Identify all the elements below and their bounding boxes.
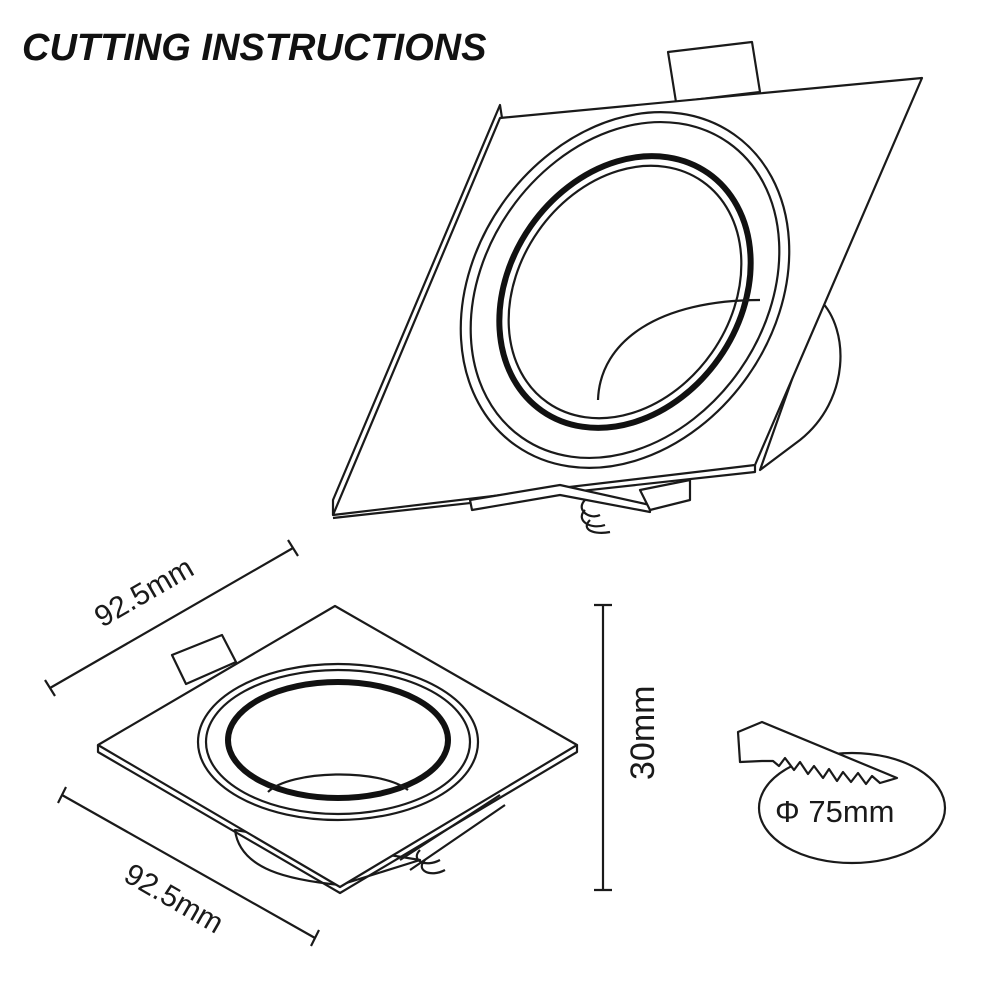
depth-label: 92.5mm [119, 857, 229, 940]
cutout-label: Φ 75mm [775, 794, 894, 829]
cutout-ellipse [757, 751, 947, 865]
inner-ring [496, 153, 754, 431]
dimension-height: 30mm [594, 603, 662, 892]
fixture-body-shadow [758, 298, 842, 472]
outer-ring [459, 111, 791, 469]
diagram-title: CUTTING INSTRUCTIONS [22, 27, 486, 69]
inner-ring-small [225, 679, 451, 801]
fixture-top-view [331, 40, 924, 534]
cutout-indicator: Φ 75mm [736, 720, 947, 865]
spring-clip [468, 478, 692, 534]
fixture-side-view [96, 604, 579, 895]
saw-blade-icon [736, 720, 899, 786]
outer-ring-small [196, 662, 480, 822]
square-trim-plate [331, 76, 924, 517]
square-trim-plate-small [96, 604, 579, 889]
width-label: 92.5mm [89, 551, 199, 634]
spring-clip-tab [666, 40, 762, 104]
spring-clip-tab-small [170, 633, 238, 686]
height-label: 30mm [624, 686, 662, 780]
